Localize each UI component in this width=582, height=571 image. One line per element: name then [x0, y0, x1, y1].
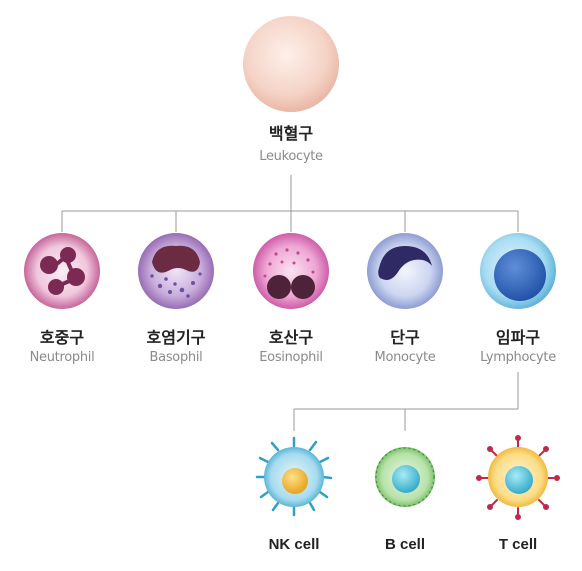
- eosinophil-label-ko: 호산구: [268, 328, 314, 347]
- monocyte-icon: [367, 233, 443, 309]
- basophil-icon: [138, 233, 214, 309]
- lymphocyte-icon: [480, 233, 556, 309]
- basophil-label-ko: 호염기구: [146, 328, 206, 347]
- leukocyte-icon: [243, 16, 339, 112]
- t-cell-label: T cell: [498, 536, 538, 553]
- monocyte-label-en: Monocyte: [374, 350, 436, 365]
- leukocyte-label-en: Leukocyte: [259, 149, 323, 164]
- eosinophil-icon: [253, 233, 329, 309]
- neutrophil-label-ko: 호중구: [39, 328, 85, 347]
- lymphocyte-label-ko: 임파구: [495, 328, 541, 347]
- neutrophil-label-en: Neutrophil: [29, 350, 95, 365]
- eosinophil-label-en: Eosinophil: [259, 350, 323, 365]
- monocyte-label-ko: 단구: [390, 328, 420, 347]
- nk-cell-label: NK cell: [268, 536, 320, 553]
- neutrophil-icon: [24, 233, 100, 309]
- t-cell-icon: [476, 435, 560, 520]
- b-cell-label: B cell: [384, 536, 426, 553]
- basophil-label-en: Basophil: [149, 350, 203, 365]
- b-cell-icon: [375, 447, 435, 507]
- leukocyte-label-ko: 백혈구: [268, 124, 314, 143]
- lymphocyte-label-en: Lymphocyte: [480, 350, 556, 365]
- connector-lines: [61, 175, 519, 431]
- nk-cell-icon: [255, 436, 333, 517]
